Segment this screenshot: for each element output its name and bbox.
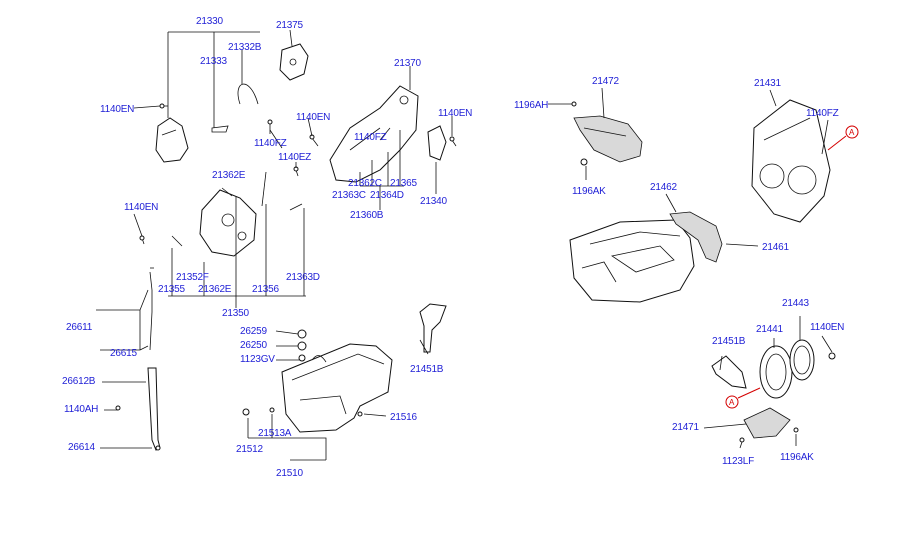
part-label: 1123LF (722, 456, 754, 467)
part-label: 21461 (762, 242, 789, 253)
part-label: 26612B (62, 376, 96, 387)
part-label: 21362C (348, 178, 382, 189)
part-label: 21443 (782, 298, 809, 309)
part-label: 1140FZ (354, 132, 387, 143)
part-label: 21471 (672, 422, 699, 433)
part-label: 21363C (332, 190, 366, 201)
part-label: 21441 (756, 324, 783, 335)
part-label: 21364D (370, 190, 404, 201)
part-label: 1140EZ (278, 152, 311, 163)
reference-callout-a-lower (725, 387, 761, 409)
rear-plate-21431 (751, 99, 831, 223)
part-label: 21352F (176, 272, 209, 283)
part-label: 1196AH (514, 100, 548, 111)
part-label: 21462 (650, 182, 677, 193)
part-label: 1140EN (810, 322, 844, 333)
oil-pan (242, 329, 393, 433)
part-label: 1196AK (572, 186, 606, 197)
oil-seal-21443 (789, 339, 815, 381)
reference-callout-a-upper (827, 125, 859, 151)
callout-letter: A (729, 398, 735, 407)
part-label: 21472 (592, 76, 619, 87)
bracket-21471 (739, 407, 799, 443)
part-label: 1140EN (100, 104, 134, 115)
part-label: 26615 (110, 348, 137, 359)
bracket-21451b-right (711, 355, 747, 389)
part-label: 26614 (68, 442, 95, 453)
timing-belt-cover-upper (155, 117, 189, 163)
part-label: 1140AH (64, 404, 98, 415)
engine-block (569, 219, 695, 303)
part-label: 21516 (390, 412, 417, 423)
part-label: 21333 (200, 56, 227, 67)
seal-retainer-21441 (759, 345, 793, 399)
part-label: 21362E (198, 284, 232, 295)
part-label: 1140EN (124, 202, 158, 213)
bracket-21451b-left (419, 303, 447, 353)
callout-letter: A (849, 128, 855, 137)
timing-cover-21375 (279, 43, 309, 81)
part-label: 26259 (240, 326, 267, 337)
part-label: 21510 (276, 468, 303, 479)
part-label: 26250 (240, 340, 267, 351)
part-label: 21356 (252, 284, 279, 295)
part-label: 21451B (712, 336, 746, 347)
part-label: 21362E (212, 170, 246, 181)
timing-belt (211, 83, 259, 133)
leader-lines (96, 29, 833, 461)
cover-seals (171, 171, 303, 247)
part-label: 21375 (276, 20, 303, 31)
oil-level-gauge (115, 267, 161, 451)
part-label: 1140EN (438, 108, 472, 119)
part-label: 26611 (66, 322, 93, 333)
dust-cover-21472 (571, 101, 643, 166)
part-label: 21370 (394, 58, 421, 69)
timing-cover-21340 (427, 125, 447, 161)
part-label: 21512 (236, 444, 263, 455)
part-label: 21365 (390, 178, 417, 189)
part-label: 1140FZ (254, 138, 287, 149)
part-label: 21451B (410, 364, 444, 375)
part-label: 21355 (158, 284, 185, 295)
bolts-left (139, 103, 457, 245)
part-label: 21332B (228, 42, 262, 53)
part-label: 21513A (258, 428, 292, 439)
timing-cover-21350 (199, 189, 257, 257)
plate-21461 (669, 211, 723, 263)
part-label: 1140EN (296, 112, 330, 123)
part-label: 21350 (222, 308, 249, 319)
part-label: 21431 (754, 78, 781, 89)
part-label: 21330 (196, 16, 223, 27)
part-label: 1196AK (780, 452, 814, 463)
bolt-1140en-right (828, 352, 836, 360)
part-label: 1140FZ (806, 108, 839, 119)
part-label: 1123GV (240, 354, 275, 365)
part-label: 21360B (350, 210, 384, 221)
timing-cover-21370 (329, 85, 419, 183)
part-label: 21340 (420, 196, 447, 207)
part-number-labels: 21330 21332B 21333 21375 21370 1140EN 11… (62, 16, 855, 479)
part-label: 21363D (286, 272, 320, 283)
